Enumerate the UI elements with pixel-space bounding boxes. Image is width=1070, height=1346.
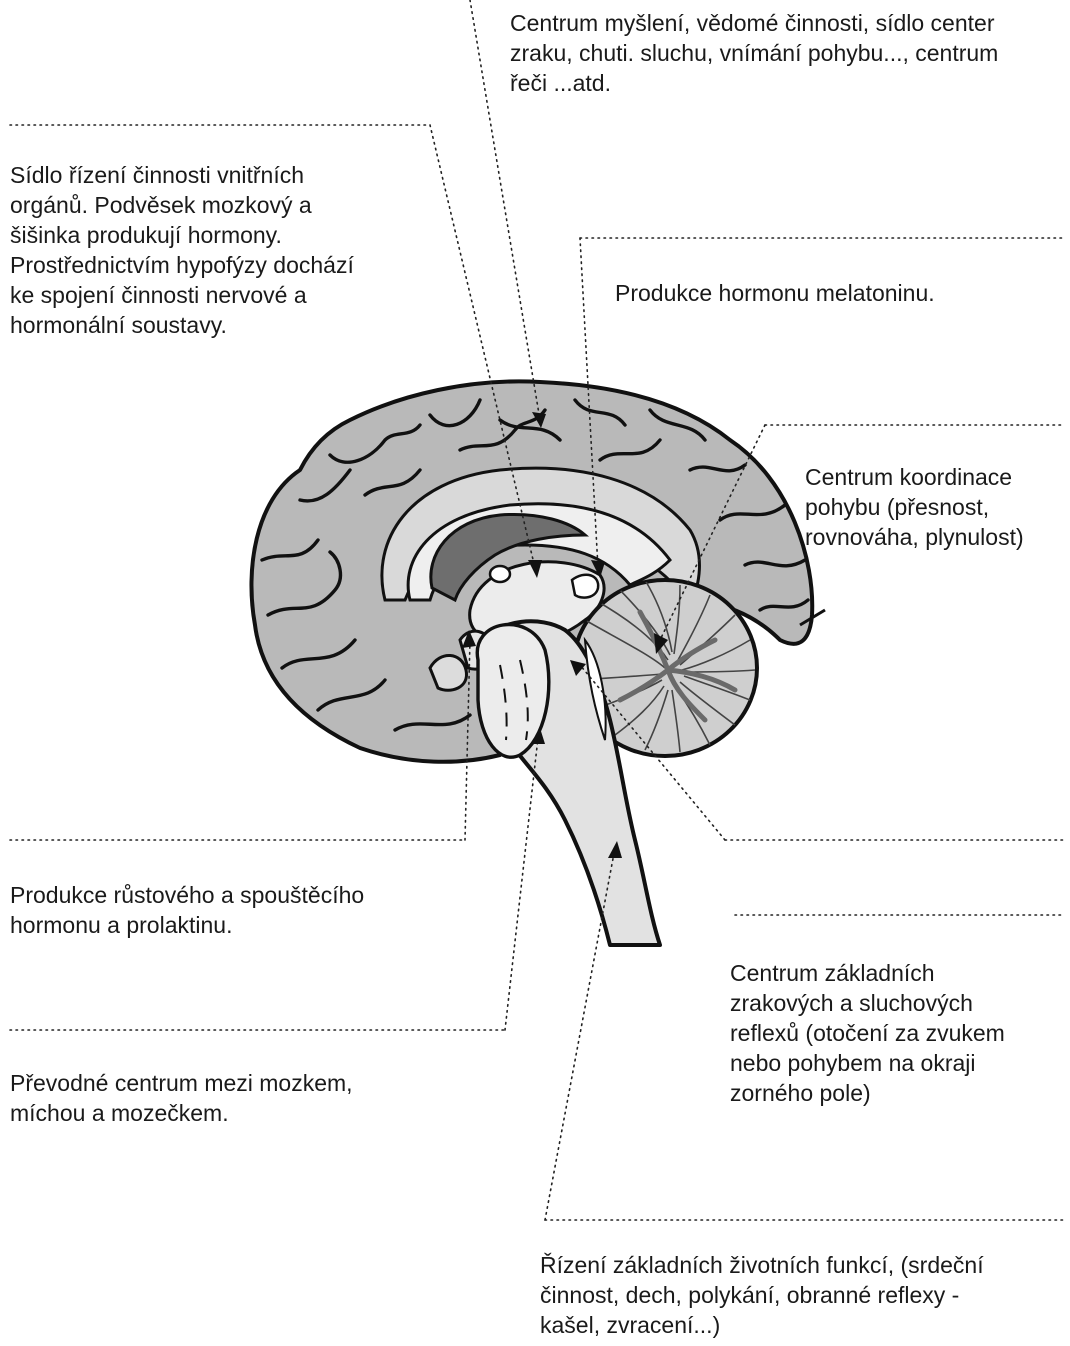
label-medulla: Řízení základních životních funkcí, (srd… — [540, 1252, 984, 1338]
arrow-pons — [531, 728, 545, 744]
arrow-midbrain — [570, 660, 586, 676]
arrow-pineal — [591, 560, 605, 578]
label-pineal: Produkce hormonu melatoninu. — [615, 280, 935, 306]
label-cortex: Centrum myšlení, vědomé činnosti, sídlo … — [510, 10, 999, 96]
label-midbrain: Centrum základních zrakových a sluchovýc… — [730, 960, 1005, 1106]
leader-midbrain — [579, 664, 726, 841]
arrow-cerebellum — [654, 633, 668, 654]
leader-pineal — [579, 237, 599, 569]
label-pons: Převodné centrum mezi mozkem, míchou a m… — [10, 1070, 353, 1126]
arrow-cortex — [532, 412, 546, 428]
cortex-folds — [260, 398, 810, 732]
massa-intermedia — [488, 564, 512, 584]
label-cerebellum: Centrum koordinace pohybu (přesnost, rov… — [805, 464, 1024, 550]
pons — [475, 622, 551, 759]
leader-cortex — [469, 0, 541, 421]
arrow-pituitary — [462, 630, 476, 648]
leader-cerebellum — [659, 424, 766, 641]
brain-illustration — [249, 379, 826, 947]
occipital-notch — [799, 608, 826, 627]
label-hypothalamus: Sídlo řízení činnosti vnitřních orgánů. … — [10, 162, 354, 338]
leader-pons — [504, 737, 539, 1031]
arbor-vitae — [617, 609, 738, 723]
leader-lines — [9, 0, 1066, 1221]
leader-hypothalamus — [429, 124, 536, 569]
lateral-ventricle — [429, 512, 590, 603]
label-pituitary: Produkce růstového a spouštěcího hormonu… — [10, 882, 365, 938]
arrowheads — [462, 412, 668, 858]
arrow-medulla — [608, 841, 622, 858]
pineal-gland — [570, 573, 600, 599]
pons-striae — [499, 659, 529, 741]
fourth-ventricle — [583, 636, 607, 741]
pituitary-gland — [428, 654, 468, 692]
arrow-hypothalamus — [528, 560, 542, 578]
